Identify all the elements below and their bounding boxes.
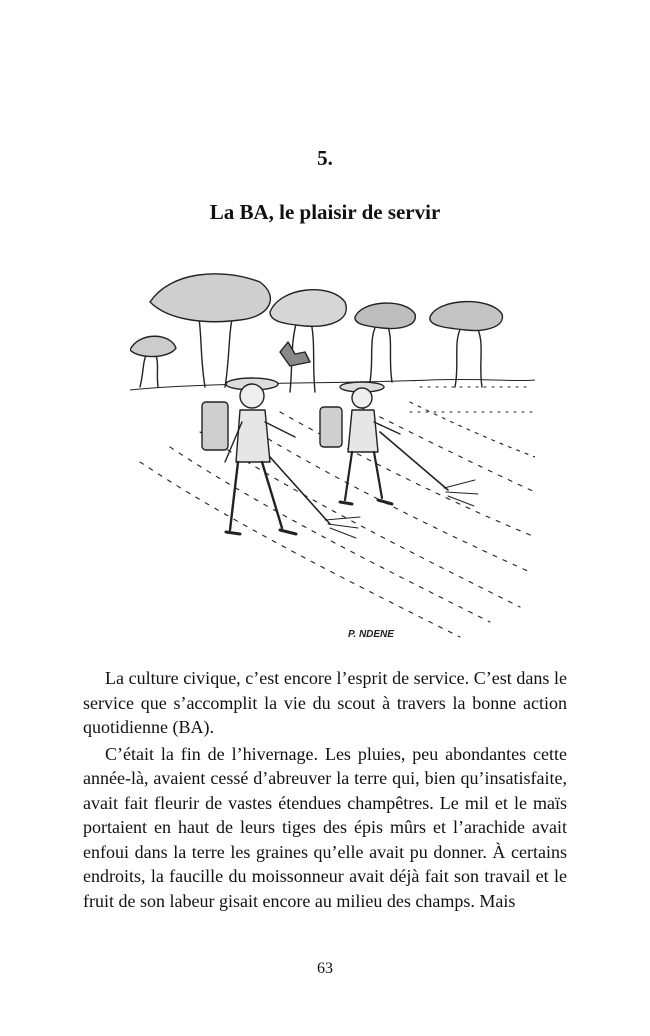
chapter-illustration: P. NDENE <box>130 262 535 654</box>
page-number: 63 <box>317 960 333 977</box>
scout-figure-right <box>319 381 479 507</box>
scout-figure-left <box>201 377 361 539</box>
paragraph-2: C’était la fin de l’hivernage. Les pluie… <box>83 743 567 911</box>
crop-rows <box>139 386 535 638</box>
baobab-trees <box>130 273 503 393</box>
chapter-number: 5. <box>317 146 333 170</box>
chapter-title: La BA, le plaisir de servir <box>209 200 441 224</box>
body-text: La culture civique, c’est encore l’espri… <box>83 666 567 915</box>
paragraph-1: La culture civique, c’est encore l’espri… <box>83 668 567 737</box>
svg-text:P. NDENE: P. NDENE <box>348 629 394 640</box>
